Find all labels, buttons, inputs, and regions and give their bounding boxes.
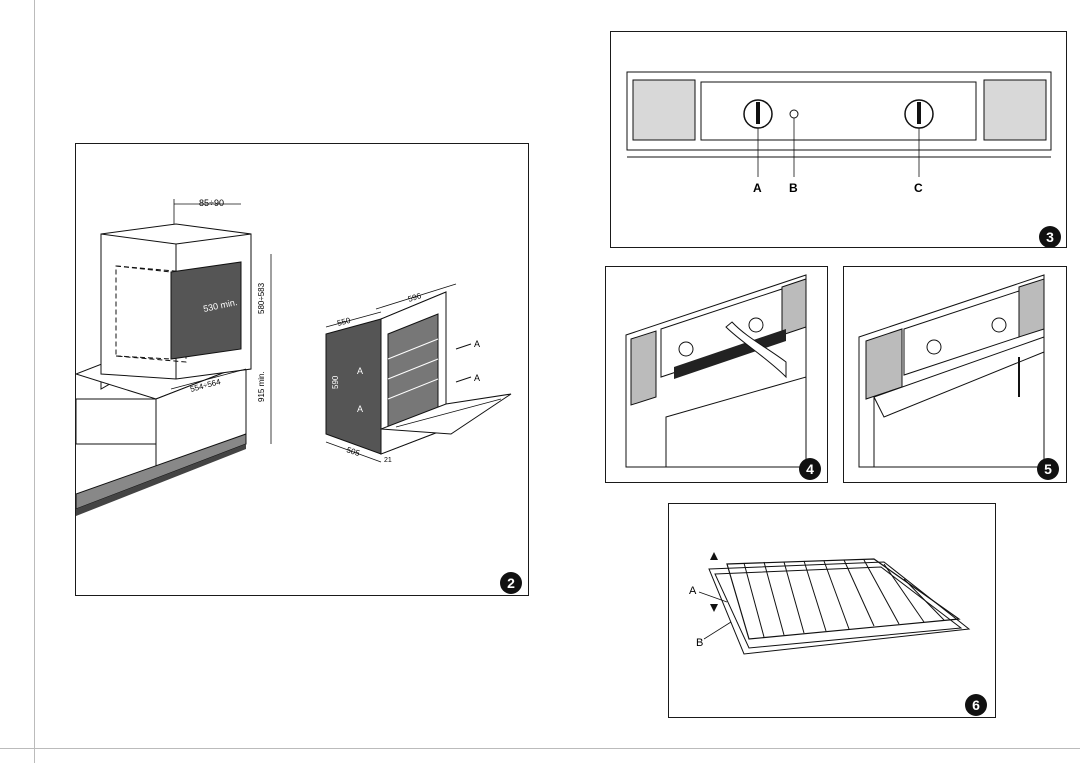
- dim-oven-depth-label: 550: [336, 316, 352, 328]
- label-a-3: A: [474, 339, 480, 349]
- label-b-indicator-light: B: [789, 181, 798, 195]
- figure-4-badge: 4: [799, 458, 821, 480]
- scan-edge-left: [34, 0, 35, 763]
- figure-2-installation-dimensions: 85÷90 530 min. 580÷583 915 min. 554÷564 …: [75, 143, 529, 596]
- label-c-thermostat-knob: C: [914, 181, 923, 195]
- dim-niche-height-label: 580÷583: [257, 282, 266, 314]
- figure-3-control-panel: A B C 3: [610, 31, 1067, 248]
- label-a-timer-knob: A: [753, 181, 762, 195]
- label-a-2: A: [357, 404, 363, 414]
- label-b-tray: B: [696, 637, 703, 649]
- dim-top-label: 85÷90: [199, 198, 224, 208]
- figure-3-drawing: A B C: [626, 71, 1052, 195]
- figure-5-drawing: [858, 274, 1045, 468]
- figure-6-oven-rack: A B 6: [668, 503, 996, 718]
- scan-edge-bottom: [0, 748, 1080, 749]
- dim-oven-body-depth-label: 505: [345, 445, 361, 458]
- figure-6-drawing: A B: [689, 552, 971, 655]
- figure-2-badge: 2: [500, 572, 522, 594]
- dim-front-label: 21: [384, 457, 392, 464]
- dim-floor-height-label: 915 min.: [257, 371, 266, 402]
- label-a-1: A: [357, 366, 363, 376]
- figure-4-door-opening: 4: [605, 266, 828, 483]
- figure-2-drawing: 85÷90 530 min. 580÷583 915 min. 554÷564 …: [76, 198, 512, 516]
- label-a-rack: A: [689, 585, 697, 597]
- figure-5-panel-raised: 5: [843, 266, 1067, 483]
- figure-4-drawing: [625, 274, 807, 468]
- figure-6-badge: 6: [965, 694, 987, 716]
- dim-oven-width-label: 596: [407, 291, 423, 304]
- figure-3-badge: 3: [1039, 226, 1061, 247]
- dim-oven-height-label: 590: [331, 375, 340, 389]
- figure-5-badge: 5: [1037, 458, 1059, 480]
- label-a-4: A: [474, 373, 480, 383]
